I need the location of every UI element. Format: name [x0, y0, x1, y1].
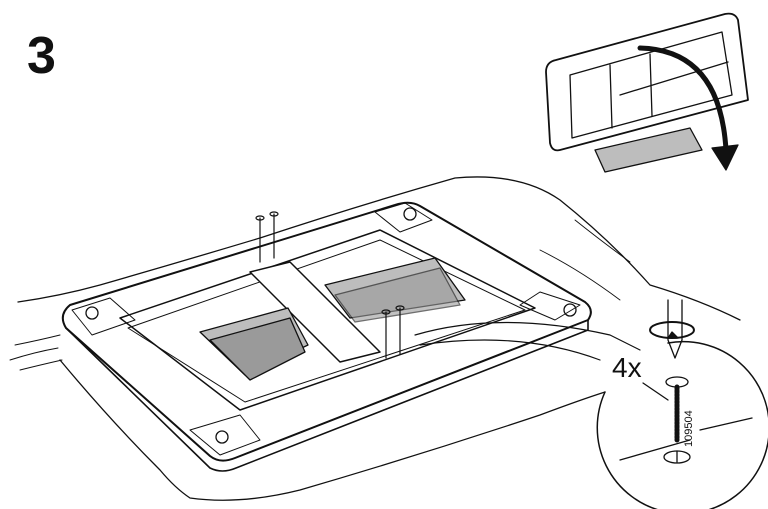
detail-circle — [596, 340, 768, 509]
quantity-label: 4x — [612, 352, 642, 383]
screwdriver-icon — [649, 299, 695, 359]
callout-leader — [414, 321, 641, 361]
felt-pads — [199, 257, 466, 381]
rug — [9, 176, 741, 501]
screws — [255, 211, 405, 359]
frame — [61, 201, 592, 472]
part-number: 109504 — [683, 410, 695, 447]
inset-frame-flip — [545, 12, 749, 173]
rotate-arrow-icon — [667, 331, 679, 339]
step-number: 3 — [27, 27, 56, 85]
arrow-down-icon — [711, 144, 739, 171]
